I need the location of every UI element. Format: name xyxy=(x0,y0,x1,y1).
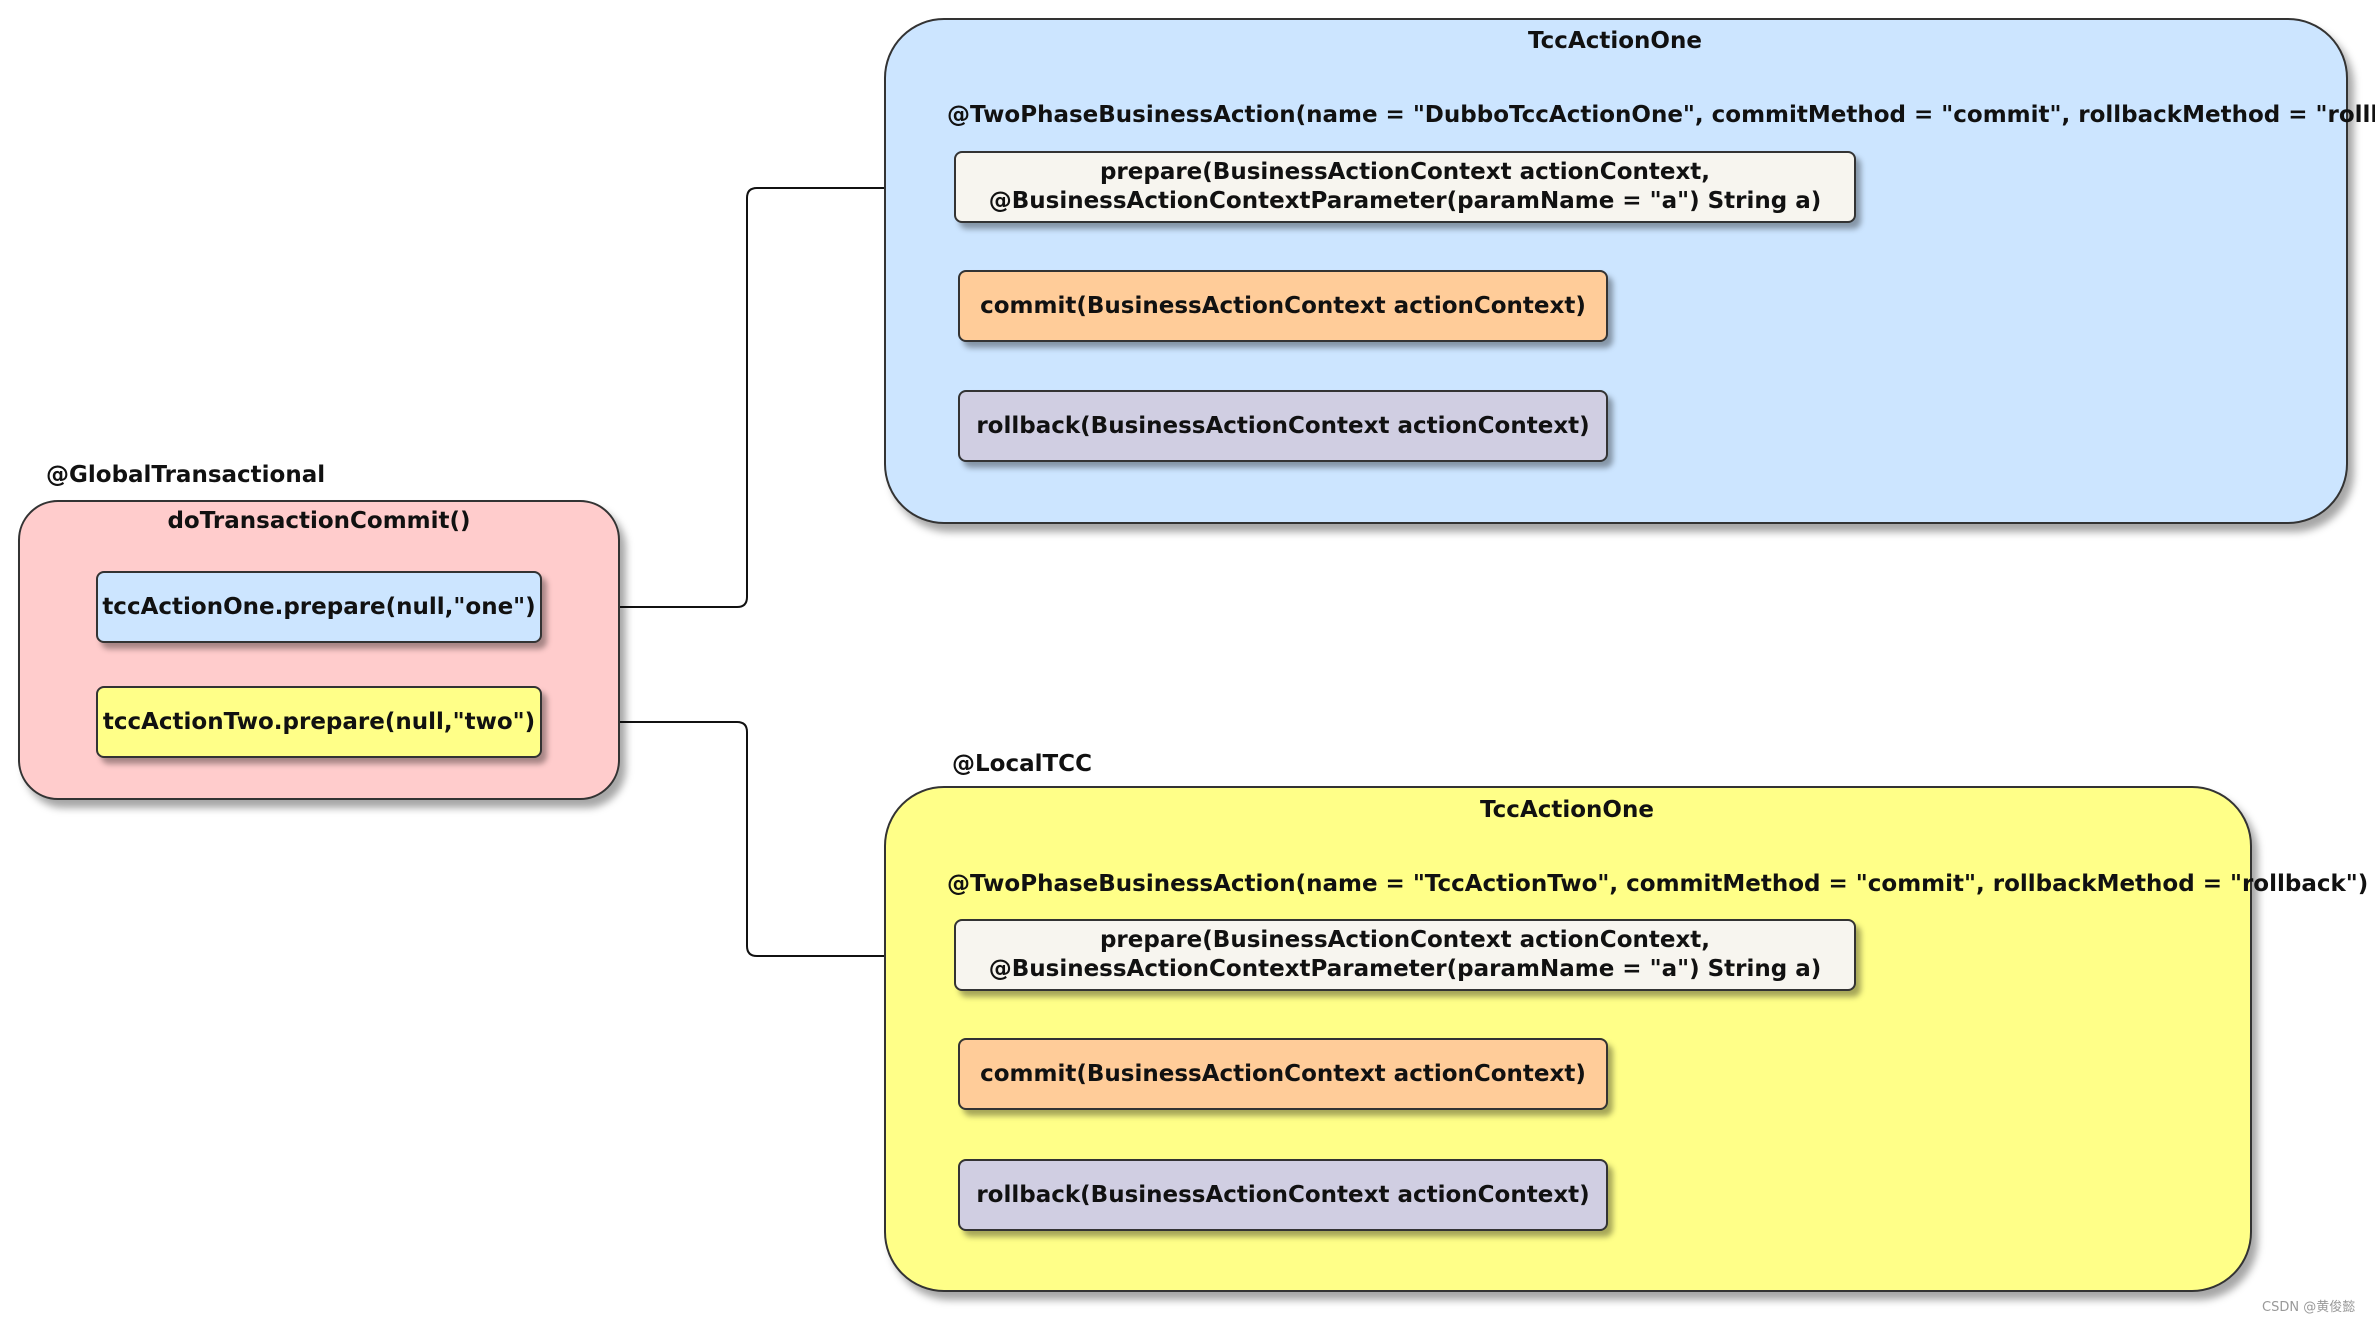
call-two-box: tccActionTwo.prepare(null,"two") xyxy=(96,686,542,758)
global-transactional-annotation: @GlobalTransactional xyxy=(46,462,326,488)
bottom-panel-annotation: @TwoPhaseBusinessAction(name = "TccActio… xyxy=(947,871,2369,897)
bottom-rollback-label: rollback(BusinessActionContext actionCon… xyxy=(976,1181,1590,1208)
bottom-prepare-line2: @BusinessActionContextParameter(paramNam… xyxy=(988,956,1822,982)
bottom-rollback-box: rollback(BusinessActionContext actionCon… xyxy=(958,1159,1608,1231)
local-tcc-annotation: @LocalTCC xyxy=(952,751,1092,777)
bottom-prepare-line1: prepare(BusinessActionContext actionCont… xyxy=(1099,927,1711,953)
top-commit-label: commit(BusinessActionContext actionConte… xyxy=(980,292,1586,319)
watermark: CSDN @黄俊懿 xyxy=(2262,1300,2356,1315)
top-panel-title: TccActionOne xyxy=(1528,28,1702,54)
top-prepare-line2: @BusinessActionContextParameter(paramNam… xyxy=(988,188,1822,214)
bottom-commit-box: commit(BusinessActionContext actionConte… xyxy=(958,1038,1608,1110)
top-prepare-box: prepare(BusinessActionContext actionCont… xyxy=(954,151,1856,223)
global-transaction-title: doTransactionCommit() xyxy=(167,508,471,534)
bottom-panel-title: TccActionOne xyxy=(1480,797,1654,823)
connector-call-one-to-prepare xyxy=(542,180,956,608)
bottom-prepare-box: prepare(BusinessActionContext actionCont… xyxy=(954,919,1856,991)
connector-call-two-to-panel xyxy=(542,721,884,957)
call-one-label: tccActionOne.prepare(null,"one") xyxy=(102,593,536,620)
top-commit-box: commit(BusinessActionContext actionConte… xyxy=(958,270,1608,342)
top-rollback-box: rollback(BusinessActionContext actionCon… xyxy=(958,390,1608,462)
top-prepare-line1: prepare(BusinessActionContext actionCont… xyxy=(1099,159,1711,185)
top-panel-annotation: @TwoPhaseBusinessAction(name = "DubboTcc… xyxy=(947,102,2375,128)
top-rollback-label: rollback(BusinessActionContext actionCon… xyxy=(976,412,1590,439)
call-two-label: tccActionTwo.prepare(null,"two") xyxy=(102,708,536,735)
call-one-box: tccActionOne.prepare(null,"one") xyxy=(96,571,542,643)
bottom-commit-label: commit(BusinessActionContext actionConte… xyxy=(980,1060,1586,1087)
